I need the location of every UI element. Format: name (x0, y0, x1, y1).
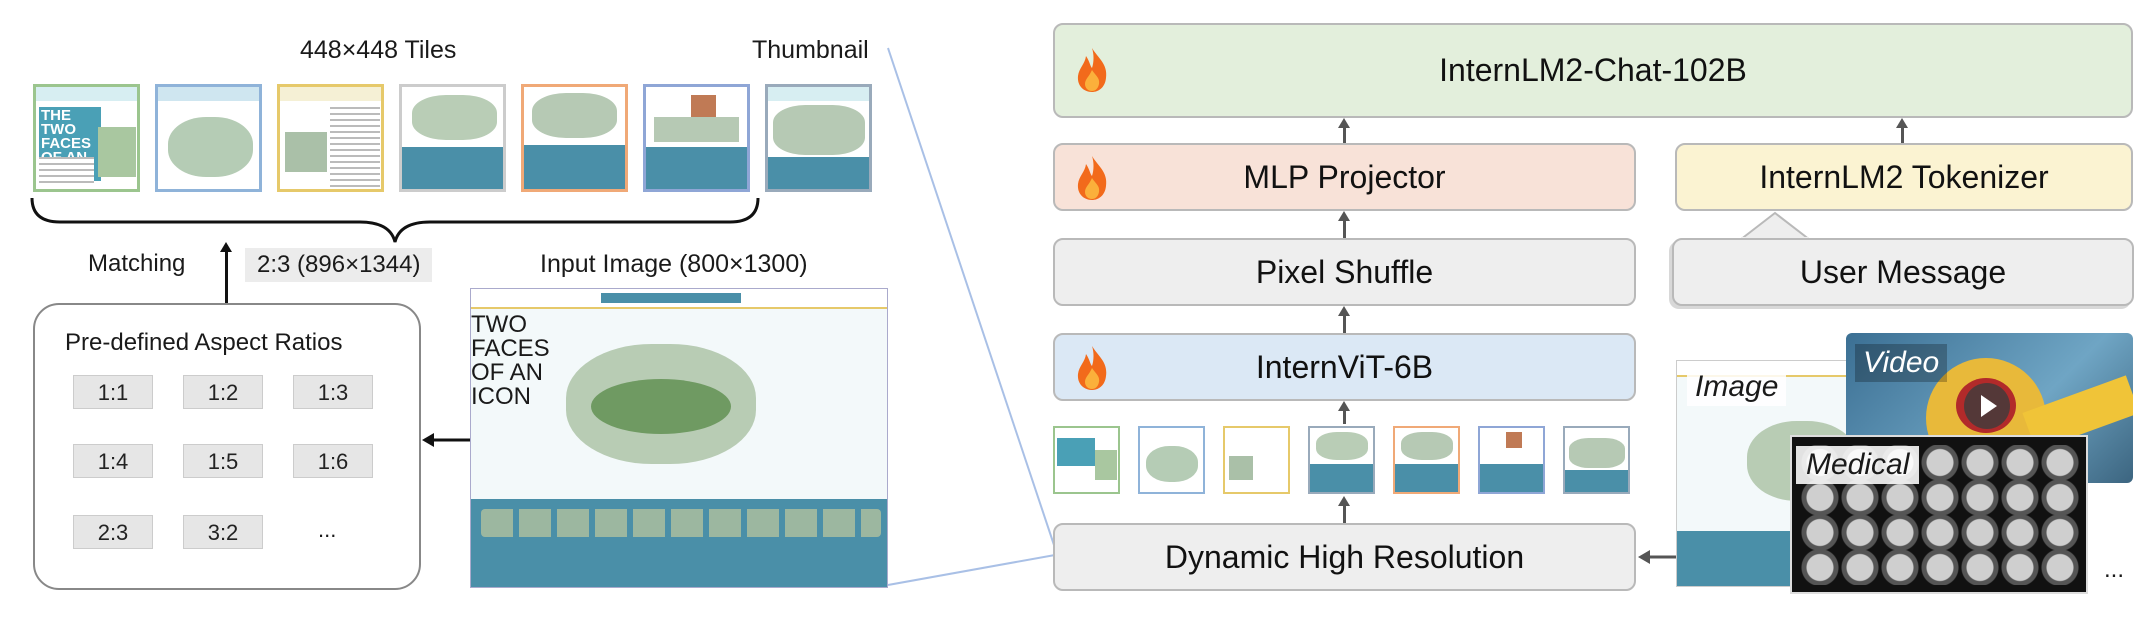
input-image: THE TWO FACES OF AN ICON (470, 288, 888, 588)
shuffle-to-projector-head (1338, 211, 1350, 221)
input-image-label: Input Image (800×1300) (540, 250, 808, 278)
matching-arrow-head (220, 242, 232, 252)
mlp-projector-label: MLP Projector (1243, 159, 1446, 195)
video-label: Video (1855, 344, 1948, 382)
tile-6 (643, 84, 750, 192)
vit-to-shuffle-line (1343, 314, 1346, 333)
tokenizer-to-llm-line (1901, 126, 1904, 143)
small-tile-1 (1053, 426, 1120, 494)
vit-flame-icon (1077, 346, 1107, 390)
small-tile-2 (1138, 426, 1205, 494)
ratio-1-1: 1:1 (73, 375, 153, 409)
small-tile-4 (1308, 426, 1375, 494)
thumbnail-tile (765, 84, 872, 192)
ratio-1-4: 1:4 (73, 444, 153, 478)
small-tile-thumbnail (1563, 426, 1630, 494)
thumbnail-label: Thumbnail (752, 36, 869, 64)
ratio-more: ... (318, 517, 337, 542)
small-tile-6 (1478, 426, 1545, 494)
dynamic-to-tiles-head (1338, 496, 1350, 506)
projector-to-llm-line (1343, 126, 1346, 143)
tile-4 (399, 84, 506, 192)
user-message-block: User Message (1672, 238, 2134, 306)
ratio-1-2: 1:2 (183, 375, 263, 409)
tokenizer-block: InternLM2 Tokenizer (1675, 143, 2133, 211)
tile-3 (277, 84, 384, 192)
projector-to-llm-head (1338, 118, 1350, 128)
llm-block: InternLM2-Chat-102B (1053, 23, 2133, 118)
dynamic-resolution-label: Dynamic High Resolution (1164, 539, 1525, 575)
grouping-brace (30, 197, 760, 243)
ratio-3-2: 3:2 (183, 515, 263, 549)
image-label: Image (1687, 368, 1787, 406)
tiles-to-vit-head (1338, 401, 1350, 411)
tiles-to-vit-line (1343, 409, 1346, 424)
ratio-1-5: 1:5 (183, 444, 263, 478)
medical-label: Medical (1796, 446, 1920, 484)
tile-5 (521, 84, 628, 192)
small-tile-3 (1223, 426, 1290, 494)
media-to-dynamic-arrow (1638, 550, 1680, 564)
vit-block: InternViT-6B (1053, 333, 1636, 401)
tile-1: THE TWO FACES OF AN ICON (33, 84, 140, 192)
vit-to-shuffle-head (1338, 306, 1350, 316)
tokenizer-label: InternLM2 Tokenizer (1759, 159, 2049, 195)
matching-label: Matching (88, 250, 186, 277)
pixel-shuffle-label: Pixel Shuffle (1255, 254, 1434, 290)
ratio-2-3: 2:3 (73, 515, 153, 549)
tokenizer-to-llm-head (1896, 118, 1908, 128)
input-to-ratios-arrow (422, 433, 470, 447)
llm-flame-icon (1077, 48, 1107, 92)
aspect-ratios-title: Pre-defined Aspect Ratios (65, 329, 343, 356)
shuffle-to-projector-line (1343, 219, 1346, 238)
projector-flame-icon (1077, 156, 1107, 200)
pixel-shuffle-block: Pixel Shuffle (1053, 238, 1636, 306)
media-more: ... (2104, 556, 2125, 583)
vit-label: InternViT-6B (1255, 349, 1434, 385)
user-message-label: User Message (1799, 254, 2007, 290)
matching-arrow-line (225, 250, 228, 303)
dynamic-resolution-block: Dynamic High Resolution (1053, 523, 1636, 591)
ratio-1-3: 1:3 (293, 375, 373, 409)
mlp-projector-block: MLP Projector (1053, 143, 1636, 211)
aspect-ratios-box: Pre-defined Aspect Ratios 1:1 1:2 1:3 1:… (33, 303, 421, 590)
user-message-bubble-tail (1737, 211, 1813, 241)
llm-label: InternLM2-Chat-102B (1439, 52, 1747, 88)
dynamic-to-tiles-line (1343, 504, 1346, 523)
video-play-icon[interactable] (1964, 383, 2010, 429)
tiles-label: 448×448 Tiles (300, 36, 457, 64)
selected-ratio-badge: 2:3 (896×1344) (245, 248, 433, 282)
small-tile-5 (1393, 426, 1460, 494)
ratio-1-6: 1:6 (293, 444, 373, 478)
tile-2 (155, 84, 262, 192)
